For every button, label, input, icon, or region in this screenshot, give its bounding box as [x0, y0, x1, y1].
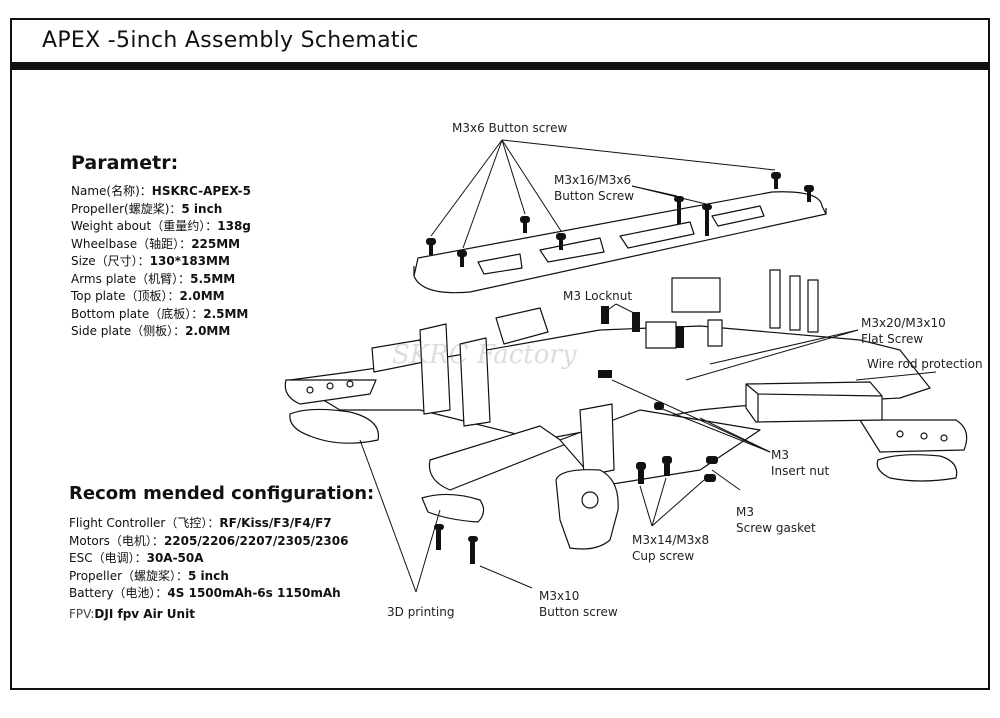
- label-cup-screw-a: M3x14/M3x8: [632, 533, 710, 547]
- label-m3x20-b: Flat Screw: [861, 332, 924, 346]
- screw-icon: [598, 306, 612, 378]
- label-m3x10-b: Button screw: [539, 605, 618, 619]
- label-insert-nut-b: Insert nut: [771, 464, 830, 478]
- label-m3x20-a: M3x20/M3x10: [861, 316, 946, 330]
- screw-icon: [457, 250, 467, 267]
- main-frame: [289, 307, 931, 441]
- label-cup-screw-b: Cup screw: [632, 549, 695, 563]
- watermark: SKRC Factory: [392, 340, 577, 370]
- label-m3x16-b: Button Screw: [554, 189, 635, 203]
- standoffs: [645, 269, 819, 349]
- screw-icon: [771, 172, 781, 189]
- param-row: Wheelbase（轴距）：225MM: [71, 236, 241, 251]
- screw-icon: [706, 456, 718, 464]
- param-row: Top plate（顶板）：2.0MM: [71, 289, 225, 303]
- label-m3x16-a: M3x16/M3x6: [554, 173, 632, 187]
- screw-icon: [468, 536, 478, 564]
- config-row: Battery（电池）：4S 1500mAh-6s 1150mAh: [69, 586, 341, 600]
- label-screw-gasket-a: M3: [736, 505, 754, 519]
- param-row: Weight about（重量约）：138g: [71, 219, 251, 233]
- screw-icon: [674, 196, 684, 224]
- antenna-mount-front: [289, 408, 380, 444]
- arm-right-rear: [859, 419, 968, 453]
- screw-icon: [654, 402, 664, 410]
- leader-lines: [359, 139, 937, 593]
- param-row: Arms plate（机臂）：5.5MM: [71, 271, 236, 286]
- screws: [426, 172, 814, 564]
- config-row: ESC（电调）：30A-50A: [69, 551, 204, 565]
- screw-icon: [520, 216, 530, 233]
- screw-icon: [662, 456, 672, 476]
- printed-part-small: [421, 493, 485, 523]
- config-row: Motors（电机）：2205/2206/2207/2305/2306: [69, 533, 349, 548]
- title-divider: [10, 62, 990, 70]
- params-list: Name(名称)：HSKRC-APEX-5 Propeller(螺旋桨)：5 i…: [71, 183, 251, 341]
- config-row: Propeller（螺旋桨）：5 inch: [69, 568, 229, 583]
- config-fpv-row: FPV:DJI fpv Air Unit: [69, 606, 195, 621]
- bottom-plate: [559, 403, 761, 487]
- screw-icon: [556, 233, 566, 250]
- label-wire-rod-protection: Wire rod protection: [867, 357, 983, 371]
- antenna-mount-rear: [876, 454, 958, 482]
- screw-icon: [676, 326, 684, 348]
- param-row: Propeller(螺旋桨)：5 inch: [71, 201, 223, 216]
- config-list: Flight Controller（飞控）：RF/Kiss/F3/F4/F7 M…: [69, 515, 348, 623]
- arm-left-front: [284, 379, 377, 405]
- config-heading: Recom mended configuration:: [69, 483, 375, 504]
- param-row: Side plate（侧板）：2.0MM: [71, 324, 231, 338]
- page-title: APEX -5inch Assembly Schematic: [42, 28, 419, 53]
- screw-icon: [636, 462, 646, 484]
- label-m3x10-a: M3x10: [539, 589, 580, 603]
- screw-icon: [704, 474, 716, 482]
- label-3d-printing: 3D printing: [387, 605, 455, 619]
- screw-icon: [702, 204, 712, 236]
- screw-icon: [426, 238, 436, 255]
- screw-icon: [804, 185, 814, 202]
- param-row: Bottom plate（底板）：2.5MM: [71, 306, 249, 321]
- param-row: Size（尺寸）：130*183MM: [71, 254, 230, 268]
- label-m3-locknut: M3 Locknut: [563, 289, 633, 303]
- screw-icon: [434, 524, 444, 550]
- arm-left-rear: [428, 425, 567, 491]
- label-m3x6-button-screw: M3x6 Button screw: [452, 121, 568, 135]
- wire-rod-protection: [745, 381, 883, 423]
- params-heading: Parametr:: [71, 152, 179, 174]
- screw-icon: [632, 312, 640, 332]
- param-row: Name(名称)：HSKRC-APEX-5: [71, 184, 251, 198]
- motor-mount: [555, 469, 619, 550]
- outer-frame: [10, 18, 990, 690]
- top-plate: [413, 191, 827, 294]
- config-row: Flight Controller（飞控）：RF/Kiss/F3/F4/F7: [69, 516, 332, 530]
- label-insert-nut-a: M3: [771, 448, 789, 462]
- label-screw-gasket-b: Screw gasket: [736, 521, 816, 535]
